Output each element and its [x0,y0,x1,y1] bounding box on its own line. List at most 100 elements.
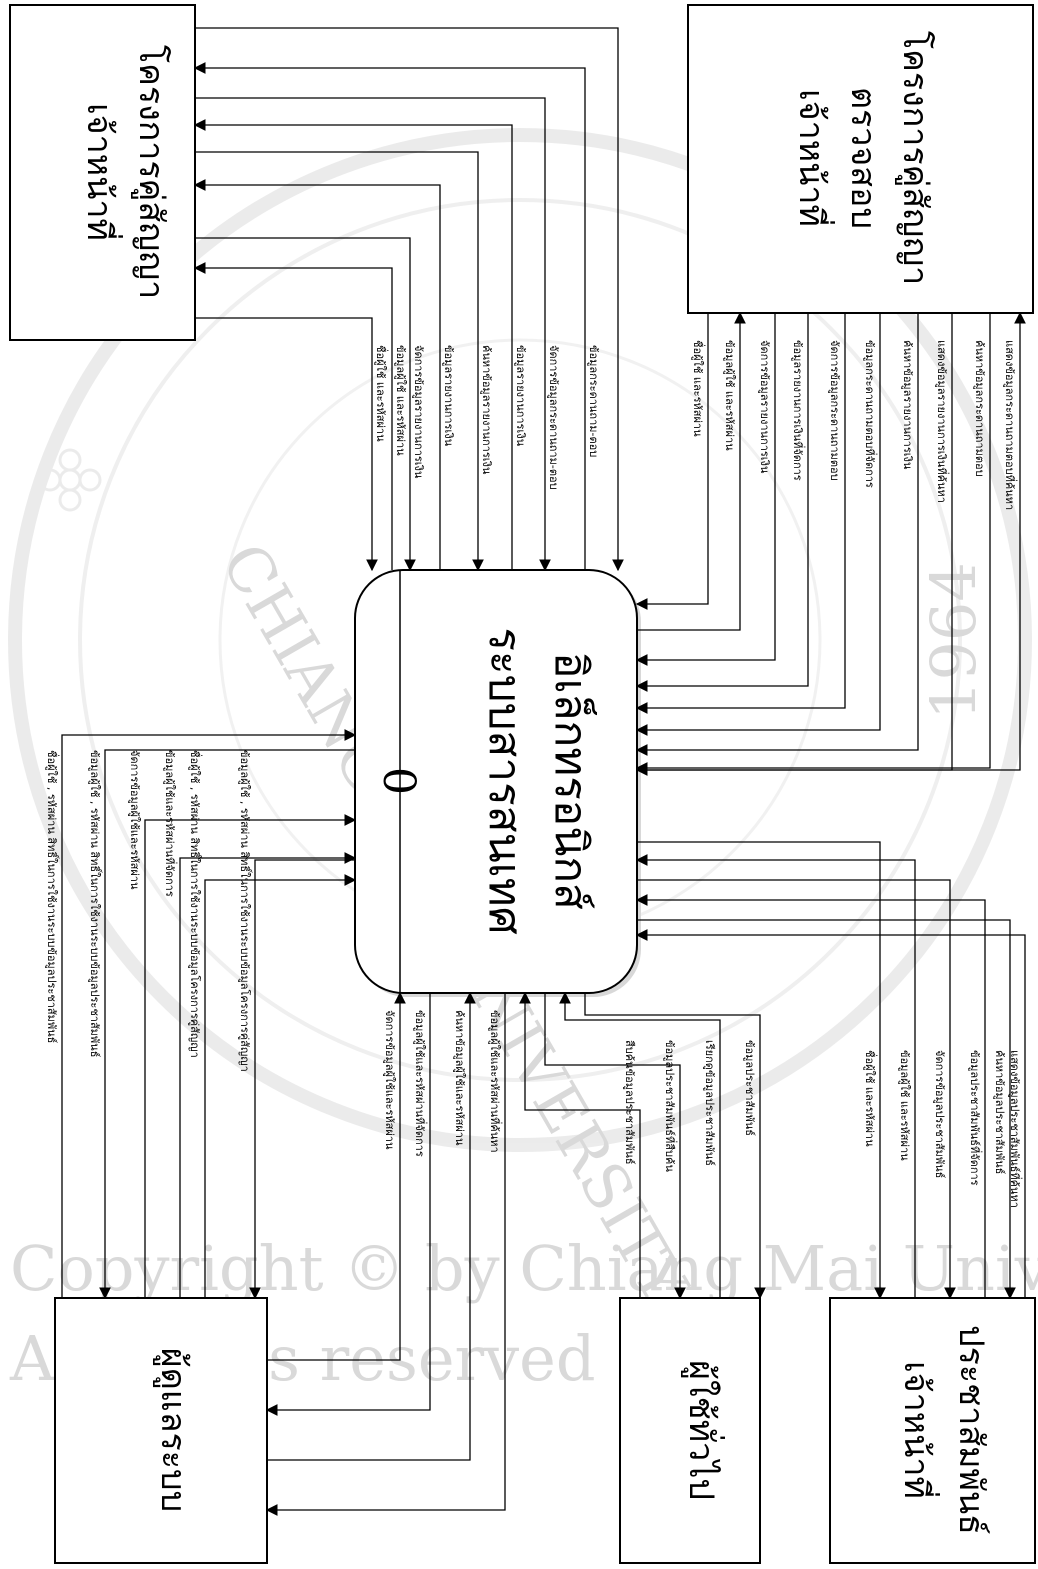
process-name-line-2: อิเล็กทรอนิกส์ [545,652,597,910]
flow-audit-officer-2 [635,313,776,666]
entity-label: ผู้ดูแลระบบ [153,1348,193,1512]
flow-audit-officer-8 [635,313,991,774]
flow-audit-officer-0 [635,313,709,610]
data-flows: ชื่อผู้ใช้ และรหัสผ่านข้อมูลผู้ใช้ และรห… [45,27,1026,1516]
flow-admin-4 [204,874,357,1298]
flow-project-officer-5-label: ข้อมูลรายงานการเงิน [514,345,527,447]
flow-audit-officer-7-label: แสดงข้อมูลรายงานการเงินที่ค้นหา [935,340,950,503]
process-name-line-1: ระบบสารสนเทศ [479,627,530,934]
entity-general-user: ผู้ใช้ทั่วไป [619,1297,761,1564]
flow-project-officer-7 [193,62,586,570]
flow-pr-officer-2-label: จัดการข้อมูลประชาสัมพันธ์ [933,1050,946,1178]
entity-label: ประชาสัมพันธ์ [951,1325,991,1535]
flow-audit-officer-8-label: ค้นหาข้อมูลกระดานถามตอบ [973,340,986,477]
flow-pr-officer-5-label: แสดงข้อมูลประชาสัมพันธ์ที่ค้นหา [1008,1050,1023,1208]
flow-general-user-1 [544,993,686,1300]
watermark-seal [8,128,1032,1152]
flow-project-officer-0 [195,317,378,572]
flow-audit-officer-1-label: ข้อมูลผู้ใช้ และรหัสผ่าน [723,340,736,451]
flow-project-officer-1 [193,262,393,570]
flow-project-officer-6 [195,97,551,572]
flow-general-user-2 [559,991,721,1298]
entity-label: เจ้าหน้าที่ [79,103,123,241]
flow-project-officer-2-label: จัดการข้อมูลรายงานการเงิน [412,345,425,479]
flow-pr-officer-4 [637,919,1016,1300]
flow-audit-officer-3 [635,313,809,692]
flow-pr-officer-1-label: ข้อมูลผู้ใช้ และรหัสผ่าน [898,1050,911,1161]
flow-project-officer-3-label: ข้อมูลรายงานการเงิน [442,345,455,447]
flow-admin-5 [249,859,355,1300]
flow-audit-officer-4-label: จัดการข้อมูลกระดานถามตอบ [828,340,841,481]
flow-admin-8-label: ค้นหาข้อมูลผู้ใช้และรหัสผ่าน [453,1010,466,1146]
entity-project-officer: เจ้าหน้าที่ โครงการคู่สัญญา [9,4,196,341]
entity-label: เจ้าหน้าที่ [896,1361,940,1499]
flow-audit-officer-9 [637,311,1026,771]
flow-project-officer-2 [195,237,416,572]
entity-label: เจ้าหน้าที่ [791,89,835,227]
flow-admin-2 [144,814,357,1298]
flow-pr-officer-0-label: ชื่อผู้ใช้ และรหัสผ่าน [863,1050,878,1147]
flow-audit-officer-0-label: ชื่อผู้ใช้ และรหัสผ่าน [691,340,706,437]
flow-project-officer-6-label: จัดการข้อมูลกระดานถาม-ตอบ [547,345,560,490]
flow-audit-officer-5-label: ข้อมูลกระดานถามตอบที่จัดการ [863,340,878,488]
flow-pr-officer-5 [635,929,1026,1298]
flow-pr-officer-3-label: ข้อมูลประชาสัมพันธ์ที่จัดการ [968,1050,983,1186]
flow-project-officer-3 [193,179,441,570]
flow-project-officer-5 [193,119,513,570]
flow-general-user-3 [584,993,766,1300]
flow-project-officer-1-label: ข้อมูลผู้ใช้ และรหัสผ่าน [394,345,407,456]
flow-audit-officer-3-label: ข้อมูลรายงานการเงินที่จัดการ [791,340,806,481]
flow-admin-2-label: จัดการข้อมูลผู้ใช้และรหัสผ่าน [128,750,141,890]
lotus-icon [38,448,102,512]
flow-admin-3-label: ข้อมูลผู้ใช้และรหัสผ่านที่จัดการ [163,750,178,897]
flow-pr-officer-3 [635,894,986,1298]
flow-project-officer-8 [195,27,624,572]
flow-admin-8 [267,991,476,1461]
entity-audit-officer: เจ้าหน้าที่ ตรวจสอบ โครงการคู่สัญญา [687,4,1034,314]
entity-label: โครงการคู่สัญญา [131,45,171,299]
flow-admin-9-label: ข้อมูลผู้ใช้และรหัสผ่านที่ค้นหา [488,1010,503,1153]
flow-general-user-3-label: ข้อมูลประชาสัมพันธ์ [743,1040,756,1136]
entity-pr-officer: เจ้าหน้าที่ ประชาสัมพันธ์ [829,1297,1036,1564]
entity-label: โครงการคู่สัญญา [895,31,935,285]
flow-audit-officer-5 [635,313,881,736]
flow-pr-officer-2 [637,879,956,1300]
flow-admin-3 [179,852,357,1298]
flow-audit-officer-1 [637,311,746,631]
flow-project-officer-4 [195,151,484,572]
entity-label: ผู้ใช้ทั่วไป [681,1360,725,1500]
flow-general-user-0 [519,991,641,1298]
flow-admin-5-label: ข้อมูลผู้ใช้ , รหัสผ่าน สิทธิ์ในการใช้งา… [238,750,253,1072]
flow-general-user-0-label: สืบค้นข้อมูลประชาสัมพันธ์ [623,1040,636,1165]
flow-admin-1 [99,749,355,1300]
flow-admin-4-label: ชื่อผู้ใช้ , รหัสผ่าน สิทธิ์ในการใช้งานร… [188,750,203,1058]
flow-audit-officer-9-label: แสดงข้อมูลกระดานถามตอบที่ค้นหา [1003,340,1018,510]
flow-admin-0-label: ชื่อผู้ใช้ , รหัสผ่าน สิทธิ์ในการใช้งานร… [45,750,60,1043]
flow-audit-officer-4 [635,313,846,714]
entity-label: ตรวจสอบ [843,87,883,229]
flow-admin-9 [265,993,506,1516]
flow-pr-officer-4-label: ค้นหาข้อมูลประชาสัมพันธ์ [993,1050,1006,1174]
flow-audit-officer-6-label: ค้นหาข้อมูลรายงานการเงิน [901,340,914,470]
flow-admin-6 [267,991,406,1361]
flow-general-user-2-label: เรียกดูข้อมูลประชาสัมพันธ์ [703,1040,716,1166]
flow-admin-0 [61,729,357,1298]
flow-project-officer-7-label: ข้อมูลกระดานถาม-ตอบ [587,345,600,457]
flow-audit-officer-2-label: จัดการข้อมูลรายงานการเงิน [758,340,771,474]
watermark-seal-year: 1964 [917,562,990,720]
flow-admin-7-label: ข้อมูลผู้ใช้และรหัสผ่านที่จัดการ [413,1010,428,1157]
flow-project-officer-4-label: ค้นหาข้อมูลรายงานการเงิน [480,345,493,475]
flow-admin-6-label: จัดการข้อมูลผู้ใช้และรหัสผ่าน [383,1010,396,1150]
flow-admin-7 [265,993,431,1416]
flow-audit-officer-6 [635,313,919,756]
flow-pr-officer-0 [637,841,886,1300]
flow-project-officer-0-label: ชื่อผู้ใช้ และรหัสผ่าน [374,345,389,442]
flow-pr-officer-1 [635,854,916,1298]
watermark-line-1: Copyright © by Chiang Mai University [10,1232,1038,1305]
entity-admin: ผู้ดูแลระบบ [54,1297,268,1564]
flow-general-user-1-label: ข้อมูลประชาสัมพันธ์ที่สืบค้น [663,1040,678,1172]
flow-admin-1-label: ข้อมูลผู้ใช้ , รหัสผ่าน สิทธิ์ในการใช้งา… [88,750,103,1057]
process-number: 0 [373,767,424,795]
